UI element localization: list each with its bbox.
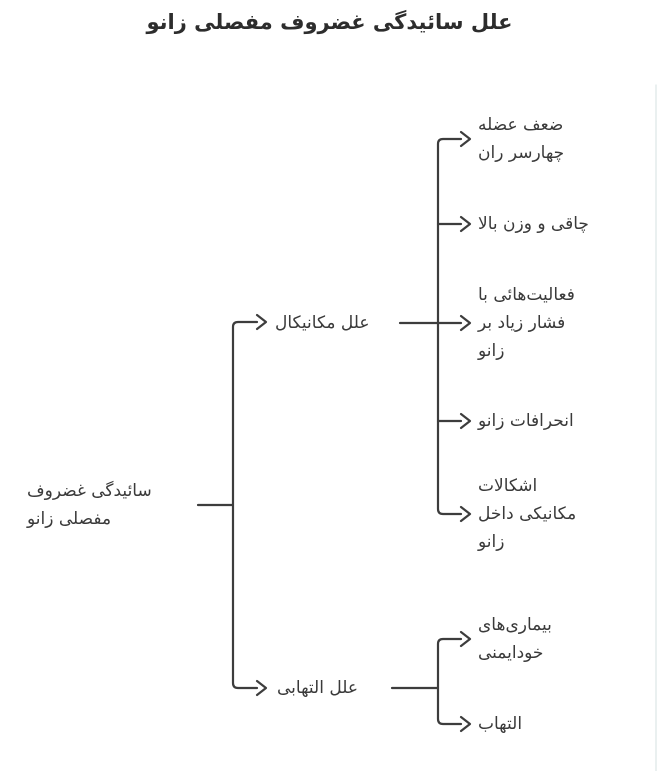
- branch-node-inflammatory-causes[interactable]: علل التهابی: [277, 678, 358, 698]
- connector-lines: [196, 137, 463, 726]
- leaf-node-internal-mechanical-problems[interactable]: اشکالات مکانیکی داخل زانو: [478, 476, 577, 552]
- arrowhead-icon: [255, 313, 268, 331]
- leaf-node-autoimmune-diseases[interactable]: بیماری‌های خودایمنی: [478, 615, 552, 663]
- arrowhead-icon: [459, 314, 472, 332]
- arrowhead-icon: [459, 130, 472, 148]
- leaf-node-knee-deviations[interactable]: انحرافات زانو: [478, 411, 574, 431]
- leaf-node-quadriceps-weakness[interactable]: ضعف عضله چهارسر ران: [478, 115, 565, 163]
- arrowhead-icon: [459, 412, 472, 430]
- diagram-title: علل سائیدگی غضروف مفصلی زانو: [146, 10, 513, 34]
- connector-path: [231, 320, 259, 690]
- tree-root-node[interactable]: سائیدگی غضروف مفصلی زانو: [27, 481, 152, 529]
- connector-path: [436, 137, 463, 516]
- leaf-node-high-pressure-activities[interactable]: فعالیت‌هائی با فشار زیاد بر زانو: [478, 285, 575, 361]
- connector-path: [436, 637, 463, 726]
- arrowhead-icon: [255, 679, 268, 697]
- arrowhead-icon: [459, 715, 472, 733]
- leaf-node-inflammation[interactable]: التهاب: [478, 714, 523, 734]
- arrowhead-icon: [459, 630, 472, 648]
- leaf-node-obesity-high-weight[interactable]: چاقی و وزن بالا: [478, 214, 589, 234]
- arrow-heads: [255, 130, 472, 733]
- arrowhead-icon: [459, 505, 472, 523]
- arrowhead-icon: [459, 215, 472, 233]
- branch-node-mechanical-causes[interactable]: علل مکانیکال: [275, 313, 370, 333]
